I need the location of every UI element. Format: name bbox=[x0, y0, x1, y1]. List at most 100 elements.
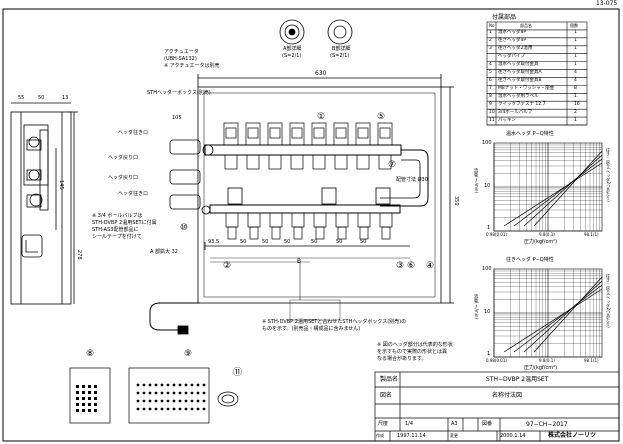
title-block-grid bbox=[374, 371, 620, 442]
actuator-note: ※ アクチュエータは別売 bbox=[164, 63, 220, 69]
title-number-label: 図番 bbox=[482, 421, 493, 427]
balloon-11: ⑪ bbox=[233, 368, 243, 378]
piping-dimension: 配管寸法 Ø30 bbox=[396, 177, 428, 183]
parts-row-qty: 4 bbox=[574, 70, 577, 76]
ball-valve-note-4: シールテープを付けて bbox=[92, 234, 142, 240]
title-scale-label: 尺度 bbox=[378, 421, 389, 427]
graph-y10: 10 bbox=[484, 309, 491, 315]
balloon-1: ① bbox=[317, 112, 326, 122]
note-2: を示すもので実際の形状とは異 bbox=[377, 349, 448, 355]
dimension-50-f: 50 bbox=[360, 239, 367, 245]
title-size: A3 bbox=[451, 421, 458, 427]
graph-frames bbox=[493, 142, 603, 358]
upper-outlet bbox=[267, 122, 283, 146]
parts-row-qty: 4 bbox=[574, 77, 577, 83]
balloon-5: ⑤ bbox=[377, 112, 386, 122]
pq-curve bbox=[503, 162, 603, 227]
parts-header-qty: 個数 bbox=[570, 23, 578, 28]
lower-outlet bbox=[313, 212, 327, 228]
parts-row-qty: 1 bbox=[574, 117, 577, 123]
side-view bbox=[10, 102, 78, 305]
graph-title: 温水ヘッダ P−Q特性 bbox=[506, 131, 554, 137]
b-marker: B bbox=[297, 258, 302, 265]
side-dim-55: 55 bbox=[18, 95, 25, 101]
pq-curve bbox=[523, 154, 603, 227]
parts-row-name: 往きヘッダ2温用 bbox=[498, 46, 533, 52]
upper-outlet bbox=[333, 122, 349, 146]
lower-outlet bbox=[247, 212, 261, 228]
side-dim-50: 50 bbox=[38, 95, 45, 101]
parts-row-no: 2 bbox=[489, 38, 492, 44]
parts-header-name: 部品名 bbox=[520, 23, 532, 28]
graph-xtick-3: 98.1(1) bbox=[584, 232, 599, 237]
upper-outlet-nipple bbox=[378, 154, 392, 170]
upper-outlet-nipple bbox=[268, 154, 282, 170]
title-drawing-value: 名称付法図 bbox=[492, 392, 523, 399]
parts-row-name: 3/4ボールバルブ bbox=[498, 109, 533, 115]
parts-row-qty: 16 bbox=[574, 101, 580, 107]
product-note-2: ものを示す。(別売品・構成品に含みません) bbox=[262, 326, 361, 332]
header-label-2: ヘッダ戻り口 bbox=[108, 155, 139, 161]
graph-y10: 10 bbox=[484, 183, 491, 189]
parts-row-no: 9 bbox=[489, 101, 492, 107]
parts-row-name: パッキン bbox=[498, 117, 516, 123]
pq-curve bbox=[523, 280, 603, 353]
parts-row-no: 10 bbox=[489, 109, 495, 115]
dimension-105: 105 bbox=[172, 115, 182, 121]
upper-outlet bbox=[245, 122, 261, 146]
title-date-label-2: 変更 bbox=[450, 433, 458, 438]
lower-outlet-nipple bbox=[227, 226, 237, 240]
title-drawing-label: 図名 bbox=[380, 392, 393, 399]
dimension-50-b: 50 bbox=[262, 239, 269, 245]
lower-outlet-nipple bbox=[249, 226, 259, 240]
product-note-1: ※ STH-DVBP 2温用SETと合わせたSTHヘッダボックス(別売)の bbox=[262, 319, 407, 325]
pq-curve bbox=[533, 150, 603, 227]
title-company: 株式会社ノーリツ bbox=[548, 432, 597, 439]
upper-outlet-valve bbox=[269, 127, 281, 139]
upper-outlet-nipple bbox=[312, 154, 326, 170]
graph-y1: 1 bbox=[487, 351, 491, 357]
graph-xtick-3: 98.1(1) bbox=[584, 358, 599, 363]
parts-row-no: 1 bbox=[489, 30, 492, 36]
parts-row-qty: 1 bbox=[574, 62, 577, 68]
upper-outlet-nipple bbox=[290, 154, 304, 170]
title-date-label-1: 作成 bbox=[376, 433, 384, 438]
dimension-50-a: 50 bbox=[240, 239, 247, 245]
dimension-50-e: 50 bbox=[336, 239, 343, 245]
graph-right-label: 往き・戻り(ヘッダ2つあたり) bbox=[606, 274, 611, 328]
graph-ylabel: 流量(ℓ/min) bbox=[474, 168, 479, 194]
parts-row-name: 温水ヘッダ用ラベル bbox=[498, 93, 539, 99]
label-parts bbox=[69, 367, 239, 424]
detail-b-scale: (S=2/1) bbox=[330, 53, 350, 59]
upper-outlet bbox=[377, 122, 393, 146]
lower-outlet bbox=[379, 212, 393, 228]
upper-outlet-valve bbox=[225, 127, 237, 139]
lower-outlet bbox=[291, 212, 305, 228]
lower-outlet-nipple bbox=[337, 226, 347, 240]
dimension-50-c: 50 bbox=[284, 239, 291, 245]
lower-outlet-nipple bbox=[271, 226, 281, 240]
ball-valve-note-1: ※ 3/4 ボールバルブは bbox=[92, 213, 143, 219]
lower-outlet bbox=[357, 212, 371, 228]
graph-xtick-1: 0.98(0.01) bbox=[486, 358, 507, 363]
upper-outlet-valve bbox=[379, 127, 391, 139]
parts-row-name: 往きヘッダ4P bbox=[498, 38, 527, 44]
title-product-value: STH−DVBP 2温用SET bbox=[486, 376, 549, 383]
upper-outlet bbox=[223, 122, 239, 146]
graph-title: 往きヘッダ P−Q特性 bbox=[506, 257, 554, 263]
note-3: なる場合があります。 bbox=[377, 356, 427, 362]
balloon-4: ④ bbox=[426, 261, 435, 271]
upper-outlet-valve bbox=[247, 127, 259, 139]
balloon-7: ⑦ bbox=[388, 160, 397, 170]
pq-curve bbox=[513, 284, 603, 353]
title-date-2: 2000.1.14 bbox=[500, 433, 526, 439]
graph-xtick-2: 9.8(0.1) bbox=[539, 232, 555, 237]
dimension-50-d: 50 bbox=[311, 239, 318, 245]
side-dim-278: 278 bbox=[76, 250, 82, 260]
actuator-model: (UBH-SA132) bbox=[164, 56, 197, 62]
detail-circles bbox=[279, 19, 353, 45]
parts-table-grid bbox=[486, 21, 588, 126]
title-scale-value: 1/4 bbox=[405, 421, 414, 427]
upper-outlet-nipple bbox=[356, 154, 370, 170]
